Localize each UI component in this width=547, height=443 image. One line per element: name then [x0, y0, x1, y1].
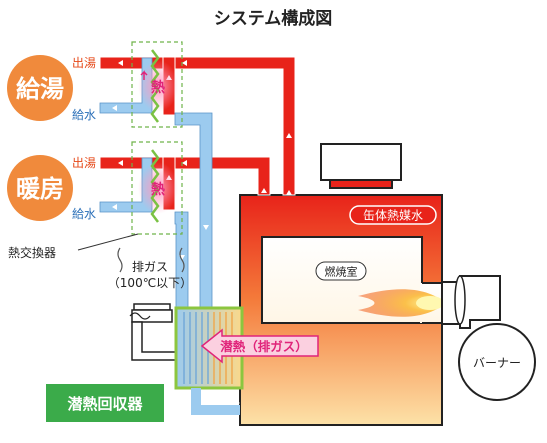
- exhaust-temp-label: （100℃以下）: [108, 276, 192, 290]
- hot-pipes: [99, 56, 296, 211]
- heating-badge: [7, 155, 73, 221]
- supply-inlet-label: 給水: [72, 108, 96, 122]
- recovery-label: 潜熱回収器: [67, 395, 143, 413]
- boiler: [239, 143, 444, 426]
- heating-outlet-label: 出湯: [72, 156, 96, 170]
- recovery-badge: [46, 384, 164, 422]
- heat-exchanger-supply: [131, 41, 183, 128]
- exhaust-label: 排ガス: [132, 260, 168, 274]
- heating-inlet-label: 給水: [72, 207, 96, 221]
- supply-badge: [7, 55, 73, 121]
- boiler-water-label: 缶体熱媒水: [363, 209, 423, 223]
- burner-flame: [358, 289, 446, 317]
- boiler-water-badge: [349, 205, 437, 225]
- heat-exchanger-heating: [131, 141, 183, 235]
- exhaust-wave-icon: [117, 247, 185, 273]
- latent-heat-recovery-unit: [174, 306, 244, 415]
- heating-heading: 暖房: [16, 175, 64, 203]
- latent-heat-arrow: [200, 328, 319, 364]
- diagram-title: システム構成図: [214, 8, 333, 29]
- supply-heading: 給湯: [16, 75, 64, 103]
- heat-exchanger-label: 熱交換器: [8, 245, 56, 260]
- heat-label-supply: 熱: [151, 79, 165, 96]
- latent-heat-label: 潜熱（排ガス）: [220, 339, 308, 354]
- supply-outlet-label: 出湯: [72, 56, 96, 70]
- exhaust-stack: [131, 303, 177, 361]
- burner: [441, 275, 536, 401]
- combustion-chamber-label: 燃焼室: [325, 265, 358, 279]
- heat-label-heating: 熱: [151, 181, 165, 198]
- burner-label: バーナー: [473, 356, 521, 370]
